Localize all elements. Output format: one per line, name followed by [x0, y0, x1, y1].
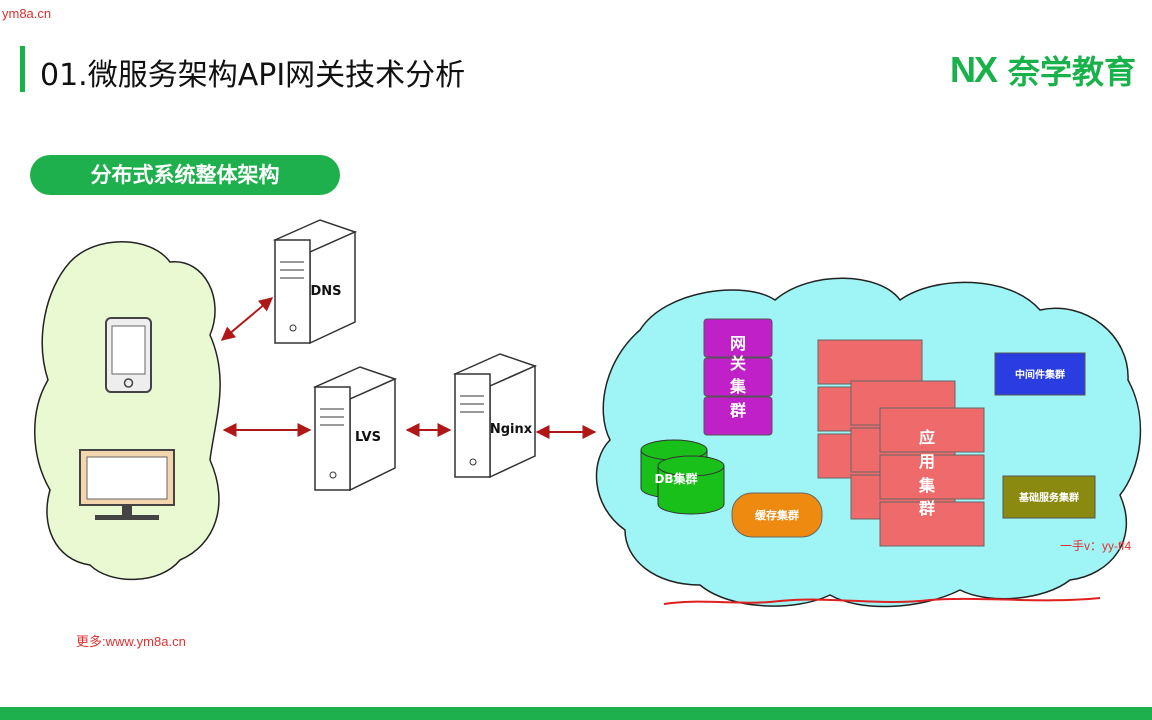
db-cluster: DB集群: [640, 439, 725, 515]
nginx-server-icon: [452, 353, 538, 479]
gateway-char-1: 网: [730, 334, 746, 353]
lvs-server-icon: [312, 366, 398, 492]
footer-link[interactable]: 更多:www.ym8a.cn: [76, 634, 186, 649]
title-accent-bar: [20, 46, 25, 92]
cache-cluster: 缓存集群: [731, 492, 823, 538]
mobile-phone-icon: [105, 317, 152, 393]
gateway-char-2: 关: [730, 354, 746, 373]
app-char-3: 集: [918, 476, 936, 495]
middleware-cluster-label: 中间件集群: [1015, 368, 1065, 381]
db-cluster-label: DB集群: [654, 471, 697, 486]
base-service-cluster: 基础服务集群: [1002, 475, 1096, 519]
gateway-cluster: 网 关 集 群: [703, 318, 773, 436]
contact-watermark: 一手v：yy-ff4: [1060, 539, 1132, 553]
watermark-top: ym8a.cn: [2, 6, 52, 21]
arrow-client-dns: [220, 297, 274, 341]
app-char-1: 应: [919, 428, 935, 447]
app-char-2: 用: [919, 452, 935, 471]
client-cloud: [34, 241, 221, 581]
desktop-monitor-icon: [79, 449, 175, 520]
app-char-4: 群: [919, 499, 935, 518]
middleware-cluster: 中间件集群: [994, 352, 1086, 396]
section-label: 分布式系统整体架构: [30, 155, 340, 195]
page-title: 01.微服务架构API网关技术分析: [40, 58, 466, 93]
nginx-server-label: Nginx: [490, 422, 533, 437]
dns-server-icon: [272, 219, 358, 345]
lvs-server-label: LVS: [355, 430, 381, 445]
red-underline-annotation: [663, 597, 1101, 605]
gateway-char-4: 群: [730, 401, 746, 420]
app-cluster: 应 用 集 群: [817, 339, 985, 547]
cache-cluster-label: 缓存集群: [755, 508, 799, 522]
bottom-bar: [0, 707, 1152, 720]
logo-mark: NX: [950, 49, 998, 90]
dns-server-label: DNS: [310, 284, 341, 299]
base-service-cluster-label: 基础服务集群: [1018, 491, 1079, 504]
brand-logo: NX 奈学教育: [950, 49, 1137, 91]
gateway-char-3: 集: [729, 377, 747, 396]
logo-text: 奈学教育: [1008, 53, 1137, 91]
